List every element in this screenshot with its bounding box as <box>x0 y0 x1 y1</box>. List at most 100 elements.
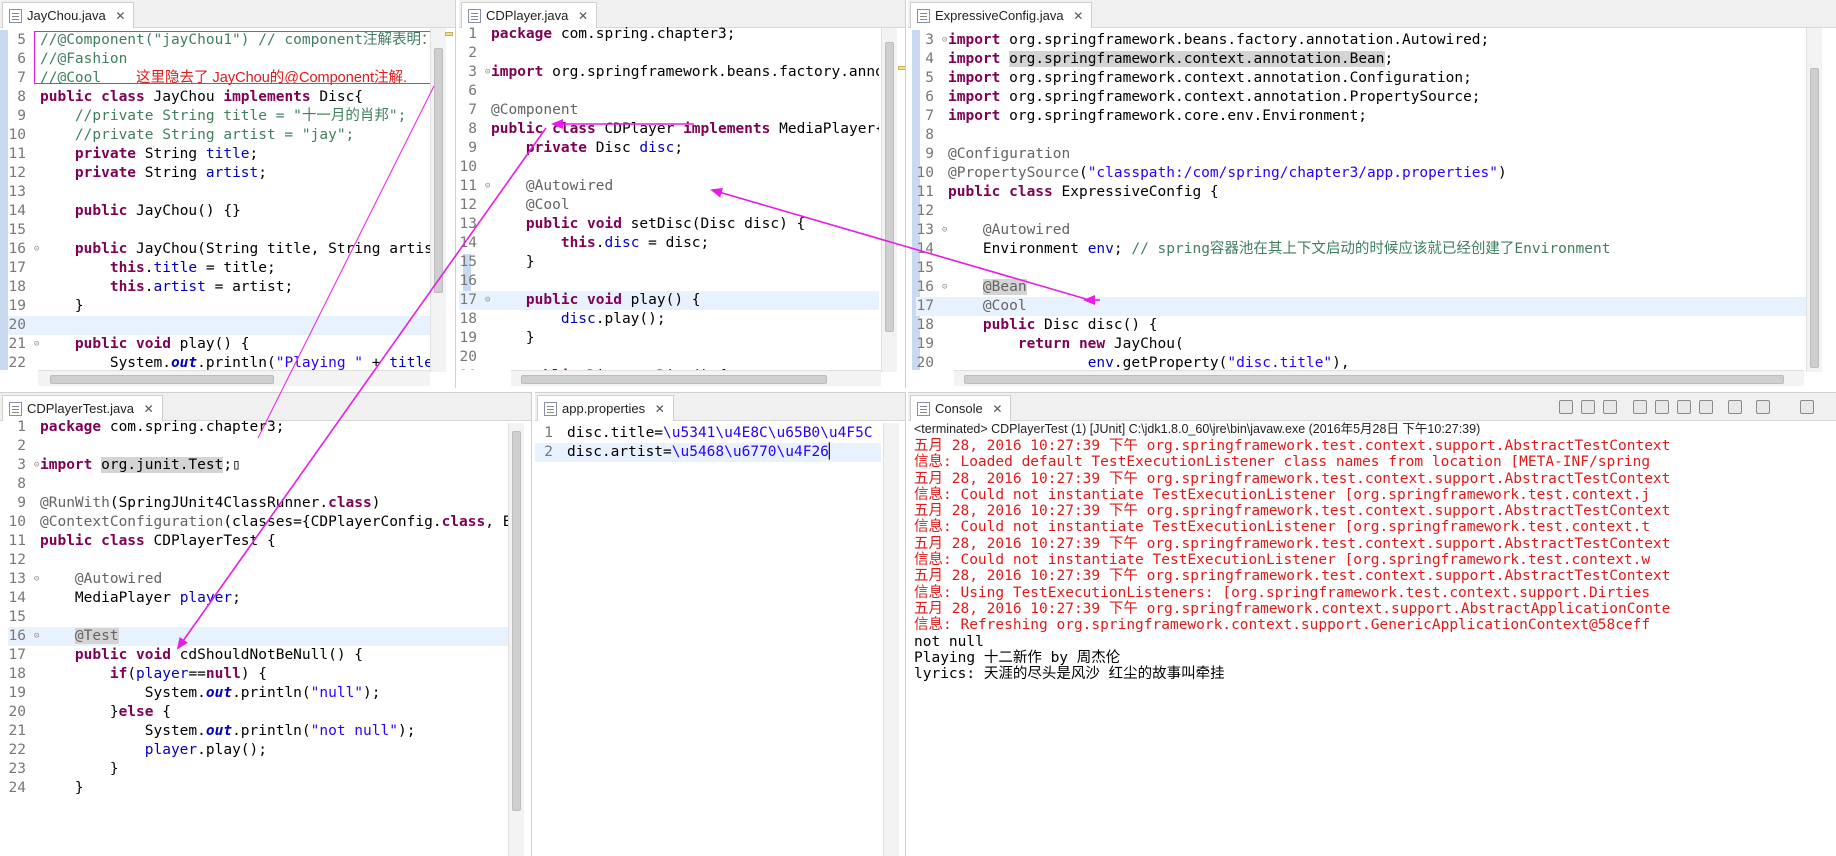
tab-app-properties[interactable]: app.properties ✕ <box>537 395 674 421</box>
code-line[interactable]: 7@Component <box>459 101 879 120</box>
code-line[interactable]: 18 if(player==null) { <box>8 665 508 684</box>
warning-mark[interactable] <box>445 32 453 36</box>
code-line[interactable]: 9 //private String title = "十一月的肖邦"; <box>8 107 430 126</box>
code-line[interactable]: 10@ContextConfiguration(classes={CDPlaye… <box>8 513 508 532</box>
code-line[interactable]: 16 @Bean <box>916 278 1816 297</box>
tab-expressive-config-java[interactable]: ExpressiveConfig.java ✕ <box>910 2 1093 28</box>
code-line[interactable]: 9@RunWith(SpringJUnit4ClassRunner.class) <box>8 494 508 513</box>
code-line[interactable]: 15 } <box>459 253 879 272</box>
show-on-stderr-icon[interactable] <box>1699 400 1713 414</box>
code-line[interactable]: 21 public void play() { <box>8 335 430 354</box>
code-line[interactable]: 10 <box>459 158 879 177</box>
code-line[interactable]: 8 <box>916 126 1816 145</box>
code-line[interactable]: 12 <box>8 551 508 570</box>
code-line[interactable]: 10@PropertySource("classpath:/com/spring… <box>916 164 1816 183</box>
display-console-icon[interactable] <box>1756 400 1770 414</box>
close-icon[interactable]: ✕ <box>578 9 589 23</box>
close-icon[interactable]: ✕ <box>654 402 665 416</box>
horizontal-scrollbar[interactable] <box>954 370 1804 386</box>
code-line[interactable]: 15 <box>8 221 430 240</box>
code-line[interactable]: 5//@Component("jayChou1") // component注解… <box>8 31 430 50</box>
remove-all-terminated-icon[interactable] <box>1603 400 1617 414</box>
code-line[interactable]: 13 @Autowired <box>8 570 508 589</box>
code-line[interactable]: 13 <box>8 183 430 202</box>
close-icon[interactable]: ✕ <box>143 402 154 416</box>
code-line[interactable]: 13 @Autowired <box>916 221 1816 240</box>
code-line[interactable]: 14 public JayChou() {} <box>8 202 430 221</box>
code-line[interactable]: 24 } <box>8 779 508 798</box>
code-line[interactable]: 19 return new JayChou( <box>916 335 1816 354</box>
scroll-thumb[interactable] <box>512 431 521 811</box>
code-line[interactable]: 3import org.springframework.beans.factor… <box>916 31 1816 50</box>
code-line[interactable]: 22 System.out.println("Playing " + title… <box>8 354 430 371</box>
code-line[interactable]: 20 <box>459 348 879 367</box>
code-line[interactable]: 7//@Cool 这里隐去了 JayChou的@Component注解. <box>8 69 430 88</box>
code-line[interactable]: 17 @Cool <box>916 297 1816 316</box>
code-line[interactable]: 12 private String artist; <box>8 164 430 183</box>
vertical-scrollbar[interactable] <box>1806 28 1822 372</box>
code-line[interactable]: 2 <box>459 44 879 63</box>
vertical-scrollbar[interactable] <box>883 423 899 856</box>
code-line[interactable]: 12 <box>916 202 1816 221</box>
tab-console[interactable]: Console ✕ <box>910 395 1012 421</box>
code-line[interactable]: 20 }else { <box>8 703 508 722</box>
code-line[interactable]: 18 disc.play(); <box>459 310 879 329</box>
console-output[interactable]: 五月 28, 2016 10:27:39 下午 org.springframew… <box>908 438 1824 738</box>
code-line[interactable]: 6 <box>459 82 879 101</box>
code-line[interactable]: 18 public Disc disc() { <box>916 316 1816 335</box>
code-line[interactable]: 22 player.play(); <box>8 741 508 760</box>
scroll-thumb[interactable] <box>521 375 827 384</box>
code-line[interactable]: 21 System.out.println("not null"); <box>8 722 508 741</box>
close-icon[interactable]: ✕ <box>1073 9 1084 23</box>
warning-mark[interactable] <box>898 66 905 70</box>
scroll-thumb[interactable] <box>1810 68 1819 368</box>
remove-launch-icon[interactable] <box>1581 400 1595 414</box>
tab-cdplayer-java[interactable]: CDPlayer.java ✕ <box>461 2 598 28</box>
code-line[interactable]: 18 this.artist = artist; <box>8 278 430 297</box>
code-area[interactable]: 3import org.springframework.beans.factor… <box>916 31 1816 371</box>
code-line[interactable]: 8 <box>8 475 508 494</box>
code-line[interactable]: 19 System.out.println("null"); <box>8 684 508 703</box>
pin-console-icon[interactable] <box>1728 400 1742 414</box>
code-line[interactable]: 12 @Cool <box>459 196 879 215</box>
code-line[interactable]: 9@Configuration <box>916 145 1816 164</box>
code-line[interactable]: 20 <box>8 316 430 335</box>
scroll-thumb[interactable] <box>885 42 894 332</box>
horizontal-scrollbar[interactable] <box>511 370 881 386</box>
code-line[interactable]: 11 private String title; <box>8 145 430 164</box>
close-icon[interactable]: ✕ <box>115 9 126 23</box>
clear-console-icon[interactable] <box>1633 400 1647 414</box>
code-line[interactable]: 23 } <box>8 760 508 779</box>
scroll-thumb[interactable] <box>964 375 1784 384</box>
code-line[interactable]: 9 private Disc disc; <box>459 139 879 158</box>
code-line[interactable]: 2 <box>8 437 508 456</box>
code-line[interactable]: 3import org.springframework.beans.factor… <box>459 63 879 82</box>
vertical-scrollbar[interactable] <box>508 423 524 856</box>
code-line[interactable]: 15 <box>916 259 1816 278</box>
terminate-icon[interactable] <box>1559 400 1573 414</box>
code-line[interactable]: 15 <box>8 608 508 627</box>
scroll-thumb[interactable] <box>50 375 274 384</box>
open-console-icon[interactable] <box>1800 400 1814 414</box>
code-line[interactable]: 14 MediaPlayer player; <box>8 589 508 608</box>
code-line[interactable]: 11 @Autowired <box>459 177 879 196</box>
code-line[interactable]: 17 public void play() { <box>459 291 879 310</box>
tab-cdplayertest-java[interactable]: CDPlayerTest.java ✕ <box>2 395 163 421</box>
code-line[interactable]: 6//@Fashion <box>8 50 430 69</box>
code-line[interactable]: 17 public void cdShouldNotBeNull() { <box>8 646 508 665</box>
scroll-lock-icon[interactable] <box>1655 400 1669 414</box>
code-line[interactable]: 3import org.junit.Test;▯ <box>8 456 508 475</box>
show-on-stdout-icon[interactable] <box>1677 400 1691 414</box>
